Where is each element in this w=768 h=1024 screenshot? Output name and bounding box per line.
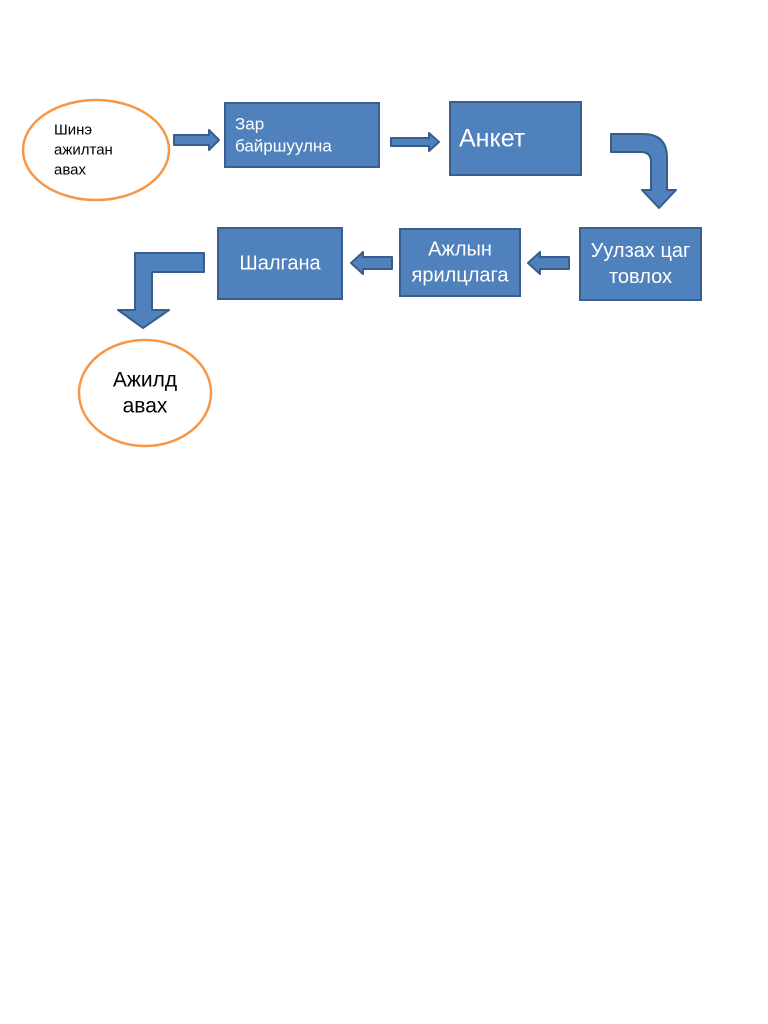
node-end-label-line-1: авах: [123, 395, 168, 418]
arrow-post-ad-to-form: [390, 132, 440, 152]
node-test-label-line-0: Шалгана: [239, 253, 321, 275]
node-interview-label-line-1: ярилцлага: [411, 265, 509, 287]
arrow-form-to-schedule: [610, 133, 677, 209]
node-post-ad-shape: [224, 102, 380, 168]
node-post-ad: Зар байршуулна: [224, 102, 380, 168]
node-end: Ажилд авах: [77, 338, 213, 448]
node-start-label-line-0: Шинэ: [54, 122, 92, 139]
node-schedule: Уулзах цаг товлох: [579, 227, 702, 301]
node-test-shape: [217, 227, 343, 300]
arrow-interview-to-test: [350, 251, 393, 275]
node-form-shape: [449, 101, 582, 176]
arrow-schedule-to-interview: [527, 251, 570, 275]
node-start-label-line-2: авах: [54, 162, 86, 179]
arrow-test-to-end: [117, 252, 205, 329]
node-interview: Ажлын ярилцлага: [399, 228, 521, 297]
node-test: Шалгана: [217, 227, 343, 300]
node-interview-shape: [399, 228, 521, 297]
node-start-shape: [21, 98, 171, 202]
node-interview-label-line-0: Ажлын: [428, 239, 492, 261]
node-end-label-line-0: Ажилд: [113, 369, 177, 392]
node-schedule-shape: [579, 227, 702, 301]
arrow-start-to-post-ad: [173, 129, 220, 151]
node-schedule-label-line-0: Уулзах цаг: [591, 240, 691, 262]
node-start: Шинэ ажилтан авах: [21, 98, 171, 202]
node-end-shape: [77, 338, 213, 448]
node-post-ad-label-line-0: Зар: [235, 115, 264, 134]
node-schedule-label-line-1: товлох: [609, 266, 672, 288]
node-start-label-line-1: ажилтан: [54, 142, 113, 159]
node-form: Анкет: [449, 101, 582, 176]
node-form-label-line-0: Анкет: [459, 125, 526, 153]
node-post-ad-label-line-1: байршуулна: [235, 137, 332, 156]
